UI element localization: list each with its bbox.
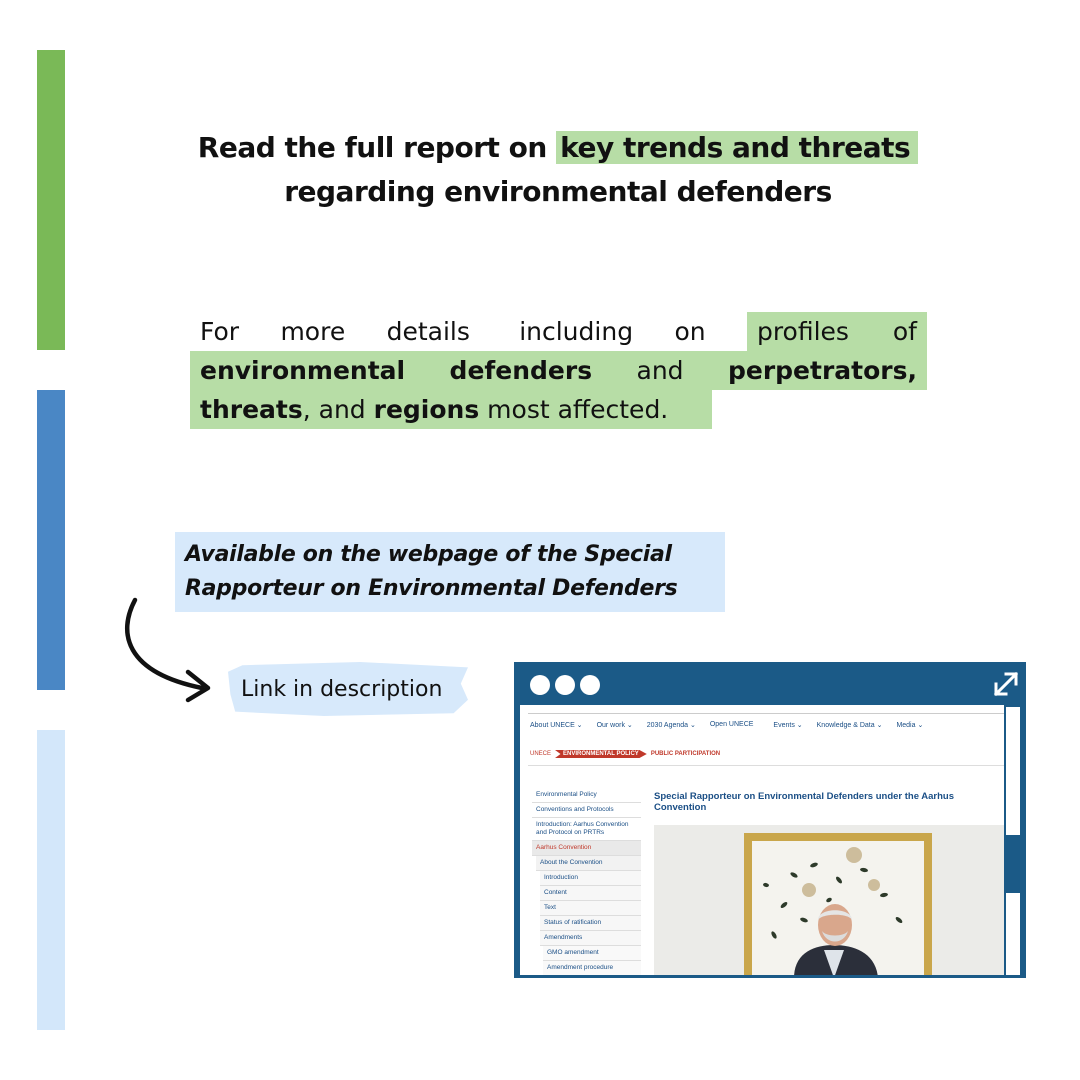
headline-highlight: key trends and threats: [556, 131, 919, 164]
details-word: regions: [373, 395, 480, 424]
sidebar-item[interactable]: GMO amendment: [543, 946, 641, 961]
expand-arrows-icon[interactable]: [993, 671, 1019, 697]
availability-line-1: Available on the webpage of the Special: [185, 542, 672, 567]
details-word: and: [636, 356, 684, 385]
sidebar-item[interactable]: Environmental Policy: [532, 788, 641, 803]
webpage-content: About UNECE ⌄ Our work ⌄ 2030 Agenda ⌄ O…: [520, 705, 1004, 975]
scrollbar-segment[interactable]: [1006, 707, 1020, 835]
sidebar-item[interactable]: Introduction: Aarhus Convention and Prot…: [532, 818, 641, 841]
details-line-1: For more details including on profiles o…: [190, 312, 927, 351]
availability-note: Available on the webpage of the Special …: [175, 532, 725, 612]
nav-item[interactable]: 2030 Agenda ⌄: [646, 722, 696, 729]
details-word: For: [200, 317, 240, 346]
details-word: on: [674, 317, 706, 346]
sidebar-item[interactable]: Content: [540, 886, 641, 901]
nav-item[interactable]: Our work ⌄: [596, 722, 633, 729]
availability-line-2: Rapporteur on Environmental Defenders: [185, 576, 678, 601]
article-title: Special Rapporteur on Environmental Defe…: [654, 791, 955, 813]
nav-item[interactable]: About UNECE ⌄: [530, 722, 583, 729]
breadcrumb-item[interactable]: ENVIRONMENTAL POLICY: [555, 750, 647, 758]
window-dot-icon[interactable]: [580, 675, 600, 695]
sidebar-item[interactable]: Introduction: [540, 871, 641, 886]
browser-titlebar: [517, 665, 1023, 705]
details-highlight-group: profiles of: [746, 312, 927, 351]
site-nav: About UNECE ⌄ Our work ⌄ 2030 Agenda ⌄ O…: [530, 721, 923, 729]
details-word: defenders: [449, 356, 593, 385]
headline: Read the full report on key trends and t…: [150, 126, 966, 214]
article-photo: [654, 825, 1004, 975]
details-word: environmental: [200, 356, 406, 385]
sidebar-item[interactable]: Amendments: [540, 931, 641, 946]
details-word: including: [519, 317, 634, 346]
curved-arrow-icon: [125, 597, 211, 703]
sidebar-item[interactable]: Text: [540, 901, 641, 916]
details-word: details: [386, 317, 478, 346]
nav-divider: [528, 713, 1004, 714]
window-dot-icon[interactable]: [555, 675, 575, 695]
sidebar-item[interactable]: Amendment procedure: [543, 961, 641, 975]
window-dot-icon[interactable]: [530, 675, 550, 695]
blue-accent-bar: [37, 390, 65, 690]
breadcrumb-item[interactable]: UNECE: [530, 751, 552, 757]
link-label-text: Link in description: [241, 676, 443, 702]
details-word: more: [280, 317, 346, 346]
headline-part2: regarding environmental defenders: [284, 175, 832, 208]
green-accent-bar: [37, 50, 65, 350]
sidebar-item[interactable]: Conventions and Protocols: [532, 803, 641, 818]
breadcrumb-item[interactable]: PUBLIC PARTICIPATION: [650, 751, 721, 757]
sidebar-menu: Environmental Policy Conventions and Pro…: [532, 788, 641, 975]
details-word: most affected.: [479, 395, 669, 424]
nav-item[interactable]: Events ⌄: [773, 722, 803, 729]
details-line-2: environmental defenders and perpetrators…: [190, 351, 927, 390]
breadcrumb: UNECE ENVIRONMENTAL POLICY PUBLIC PARTIC…: [530, 750, 720, 758]
light-blue-accent-bar: [37, 730, 65, 1030]
details-word: of: [892, 317, 917, 346]
headline-part1: Read the full report on: [197, 131, 557, 164]
portrait-photo-image: [654, 825, 1004, 975]
details-word: , and: [302, 395, 374, 424]
nav-item[interactable]: Open UNECE: [709, 721, 754, 728]
details-word: profiles: [756, 317, 849, 346]
nav-item[interactable]: Media ⌄: [896, 722, 924, 729]
details-paragraph: For more details including on profiles o…: [190, 312, 927, 429]
sidebar-item-active[interactable]: Aarhus Convention: [532, 841, 641, 856]
scrollbar-segment[interactable]: [1006, 893, 1020, 975]
sidebar-item[interactable]: Status of ratification: [540, 916, 641, 931]
sidebar-item[interactable]: About the Convention: [536, 856, 641, 871]
details-word: perpetrators,: [727, 356, 917, 385]
link-in-description-label[interactable]: Link in description: [228, 662, 468, 716]
breadcrumb-divider: [528, 765, 1004, 766]
details-word: threats: [200, 395, 303, 424]
browser-window: About UNECE ⌄ Our work ⌄ 2030 Agenda ⌄ O…: [514, 662, 1026, 978]
details-line-3: threats , and regions most affected.: [190, 390, 712, 429]
nav-item[interactable]: Knowledge & Data ⌄: [816, 722, 883, 729]
